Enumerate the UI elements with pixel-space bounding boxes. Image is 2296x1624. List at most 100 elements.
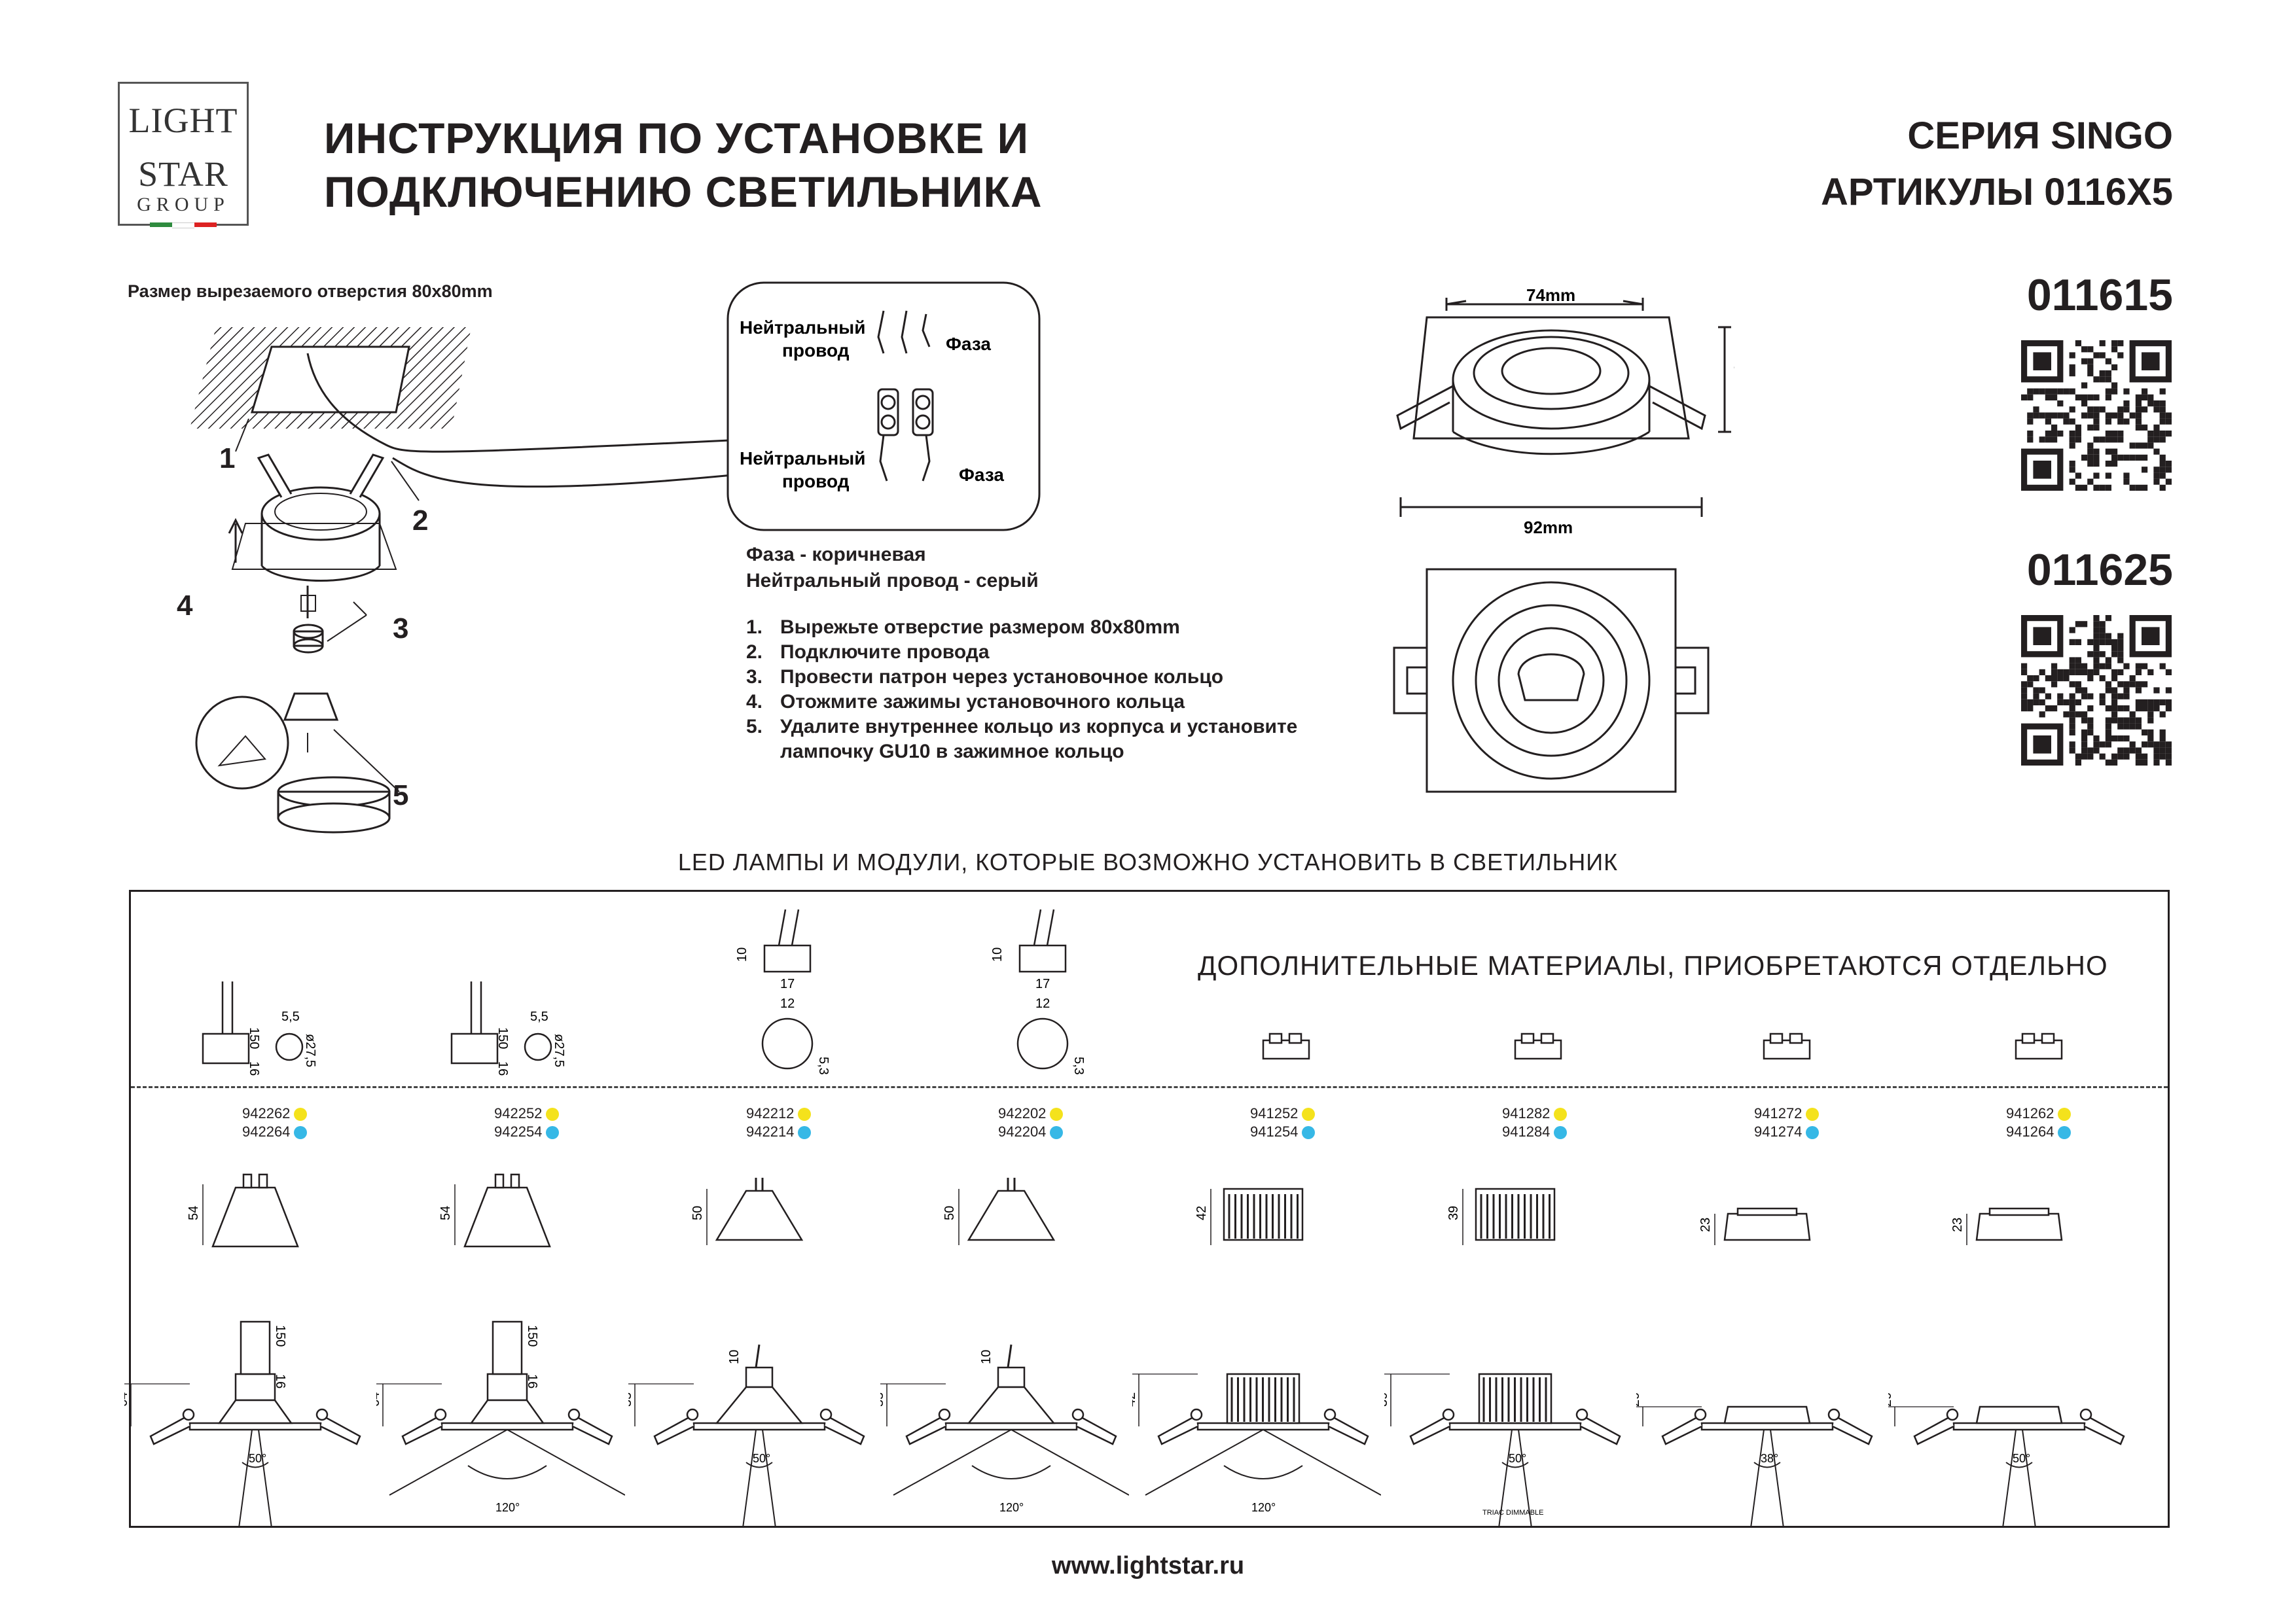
- clip-pivot: [182, 1408, 195, 1421]
- beam-arc: [1753, 1462, 1781, 1468]
- wire-length-label: 150: [273, 1325, 287, 1347]
- code-cold-text: 942214: [746, 1123, 795, 1140]
- spring-clip-right: [2084, 1415, 2125, 1445]
- callout-2: 2: [412, 504, 428, 537]
- beam-edge: [389, 1429, 508, 1496]
- callout-1: 1: [219, 442, 235, 474]
- lamp-pin: [494, 1173, 505, 1189]
- spring-clip-left: [1409, 1415, 1450, 1445]
- step-item: 4.Отожмите зажимы установочного кольца: [746, 690, 1297, 715]
- led-module-icon: [1223, 1188, 1304, 1241]
- beam-edge: [1498, 1429, 1513, 1528]
- step-item: 3.Провести патрон через установочное кол…: [746, 665, 1297, 690]
- pin-height-label: 10: [727, 1350, 742, 1364]
- led-section-title: LED ЛАМПЫ И МОДУЛИ, КОТОРЫЕ ВОЗМОЖНО УСТ…: [677, 849, 1619, 875]
- mounted-wire: [755, 1344, 761, 1368]
- articles-label: АРТИКУЛЫ 0116X5: [1820, 171, 2173, 213]
- spring-clip-right: [572, 1415, 613, 1445]
- ceiling-plate: [692, 1422, 826, 1431]
- gu10-lamp-icon: [211, 1186, 299, 1248]
- step-item: 1.Вырежьте отверстие размером 80x80mm: [746, 615, 1297, 640]
- conn4-height-dim: 10: [990, 947, 1005, 962]
- spring-clip-right: [349, 453, 385, 498]
- qr-code-icon[interactable]: [2021, 340, 2172, 491]
- beam-angle-label: 50°: [1509, 1452, 1526, 1465]
- flat-module-icon: [1975, 1212, 2063, 1241]
- code-warm-text: 941262: [2006, 1105, 2054, 1121]
- wiring-phase-label-1: Фаза: [946, 334, 991, 354]
- series-label: СЕРИЯ SINGO: [1907, 115, 2173, 157]
- connector-row: 150 16 5,5 ø27,5 150 16 5,5 ø27,5 10 17 …: [202, 909, 1086, 1076]
- wiring-neutral-label-1a: Нейтральный: [740, 317, 865, 338]
- beam-arc: [1501, 1462, 1529, 1468]
- spring-clip-right: [1076, 1415, 1117, 1445]
- warm-dot-icon: [798, 1108, 812, 1121]
- lamp-height-label: 39: [1446, 1206, 1461, 1220]
- detail-circle: [195, 696, 289, 790]
- led-module-icon: [1475, 1188, 1556, 1241]
- socket-body: [234, 1373, 276, 1402]
- article-011625: 011625: [2026, 545, 2173, 595]
- lamp-code-cold: 942254: [494, 1123, 560, 1141]
- clip-pivot: [686, 1408, 699, 1421]
- cold-dot-icon: [1050, 1126, 1064, 1140]
- lamp-code-warm: 941282: [1502, 1104, 1568, 1123]
- mains-wire: [306, 353, 746, 453]
- spring-clip-left: [1661, 1415, 1702, 1445]
- step-text: Подключите провода: [780, 641, 990, 663]
- beam-arc: [467, 1465, 547, 1479]
- beam-angle-label: 50°: [249, 1452, 266, 1465]
- beam-angle-label: 120°: [495, 1501, 520, 1514]
- step-number: 3.: [746, 666, 763, 688]
- callout-5: 5: [393, 779, 408, 811]
- lamp-height-label: 50: [691, 1206, 705, 1220]
- beam-edge: [1750, 1429, 1765, 1528]
- code-warm-text: 941272: [1754, 1105, 1803, 1121]
- lamp-code-cold: 941284: [1502, 1123, 1568, 1141]
- terminal-blocks: [1262, 1033, 2063, 1060]
- mount-height-label: 55: [880, 1392, 886, 1407]
- beam-edge: [1145, 1429, 1264, 1496]
- code-warm-text: 942212: [746, 1105, 795, 1121]
- mount-height-label: 64: [376, 1392, 382, 1407]
- extra-materials-title: ДОПОЛНИТЕЛЬНЫЕ МАТЕРИАЛЫ, ПРИОБРЕТАЮТСЯ …: [1198, 950, 2108, 981]
- beam-angle-label: 120°: [1251, 1501, 1276, 1514]
- clip-pivot: [1190, 1408, 1203, 1421]
- qr-code-icon[interactable]: [2021, 615, 2172, 766]
- gu10-lamp-icon: [283, 692, 339, 721]
- title-line1: ИНСТРУКЦИЯ ПО УСТАНОВКЕ И: [324, 114, 1030, 162]
- module-rim: [1736, 1207, 1798, 1216]
- wire-color-legend: Фаза - коричневая Нейтральный провод - с…: [746, 542, 1039, 594]
- warm-dot-icon: [2058, 1108, 2072, 1121]
- flat-module-icon: [1723, 1212, 1811, 1241]
- beam-angle-label: 50°: [753, 1452, 770, 1465]
- mounted-wire: [1007, 1344, 1013, 1368]
- ceiling-plate: [440, 1422, 574, 1431]
- ceiling-plate: [1952, 1422, 2086, 1431]
- clip-pivot: [1323, 1408, 1336, 1421]
- ceiling-plate: [188, 1422, 322, 1431]
- ceiling-plate: [1448, 1422, 1582, 1431]
- code-cold-text: 942254: [494, 1123, 543, 1140]
- step-item: 2.Подключите провода: [746, 640, 1297, 665]
- hole-size-caption: Размер вырезаемого отверстия 80x80mm: [128, 281, 493, 301]
- base-height-label: 16: [273, 1374, 287, 1388]
- website-url[interactable]: www.lightstar.ru: [1051, 1552, 1245, 1580]
- beam-edge: [238, 1429, 253, 1528]
- beam-angle-label: 50°: [2013, 1452, 2030, 1465]
- mount-height-label: 29: [1888, 1392, 1894, 1407]
- dimension-drawing: 74mm 20mm 92mm: [1393, 285, 1734, 793]
- lamp-mounted: [217, 1399, 293, 1424]
- ceiling-hole: [250, 345, 410, 414]
- led-panel: [129, 890, 2170, 1528]
- conn3-height-dim: 10: [735, 947, 749, 962]
- lamp-mounted: [967, 1386, 1056, 1424]
- mount-height-label: 64: [124, 1392, 130, 1407]
- italian-flag-icon: [120, 222, 247, 228]
- lamp-code-warm: 942252: [494, 1104, 560, 1123]
- wiring-phase-label-2: Фаза: [959, 465, 1004, 485]
